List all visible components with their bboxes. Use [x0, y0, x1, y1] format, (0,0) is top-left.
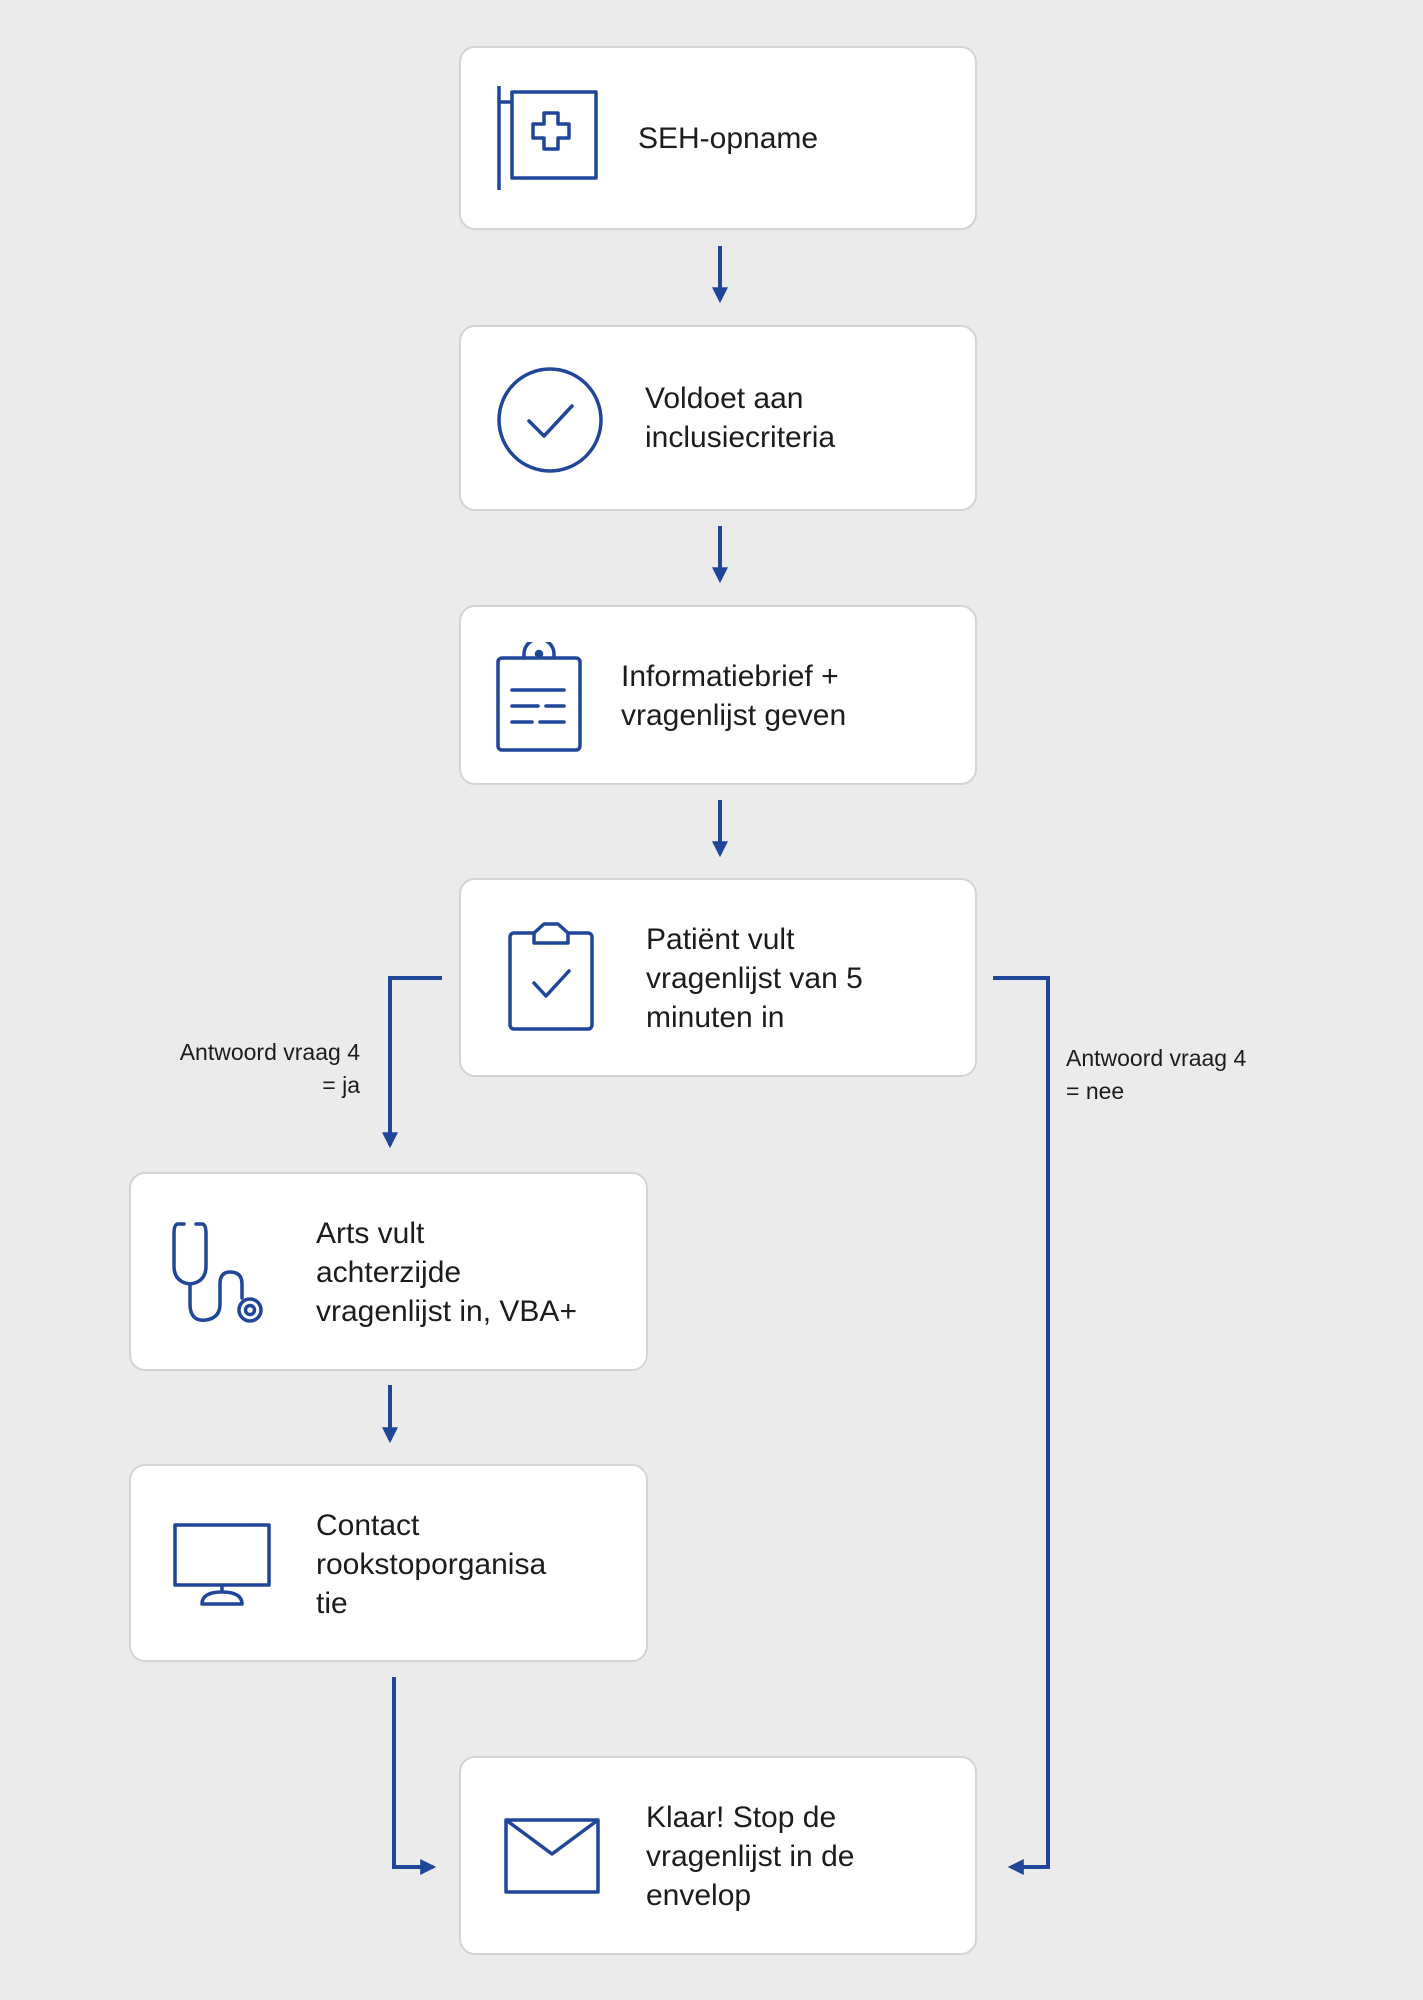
arrow-contact-to-klaar: [392, 1677, 437, 1875]
check-circle-icon: [497, 367, 603, 473]
monitor-icon: [173, 1523, 271, 1606]
step-card-seh: [459, 46, 977, 230]
arrow-patient-to-arts: [382, 976, 442, 1149]
step-label-patient: Patiënt vult vragenlijst van 5 minuten i…: [646, 923, 863, 1034]
stethoscope-icon: [172, 1222, 263, 1323]
step-label-contact: Contact rookstoporganisa tie: [316, 1509, 547, 1620]
step-card-criteria: [459, 325, 977, 511]
edge-label-nee: Antwoord vraag 4 = nee: [1066, 1045, 1247, 1104]
edge-label-ja: Antwoord vraag 4 = ja: [179, 1039, 360, 1098]
clipboard-list-icon: [496, 642, 582, 752]
step-label-info: Informatiebrief + vragenlijst geven: [621, 660, 847, 732]
clipboard-check-icon: [508, 922, 594, 1031]
step-card-contact: [129, 1464, 648, 1662]
envelope-icon: [504, 1818, 600, 1894]
step-label-seh: SEH-opname: [638, 122, 819, 155]
step-card-klaar: [459, 1756, 977, 1955]
step-card-arts: [129, 1172, 648, 1371]
step-label-criteria: Voldoet aan inclusiecriteria: [645, 382, 836, 454]
step-label-arts: Arts vult achterzijde vragenlijst in, VB…: [316, 1217, 577, 1328]
hospital-sign-icon: [497, 86, 598, 190]
step-label-klaar: Klaar! Stop de vragenlijst in de envelop: [646, 1801, 855, 1912]
arrow-patient-to-klaar: [993, 976, 1050, 1875]
step-card-info: [459, 605, 977, 785]
step-card-patient: [459, 878, 977, 1077]
